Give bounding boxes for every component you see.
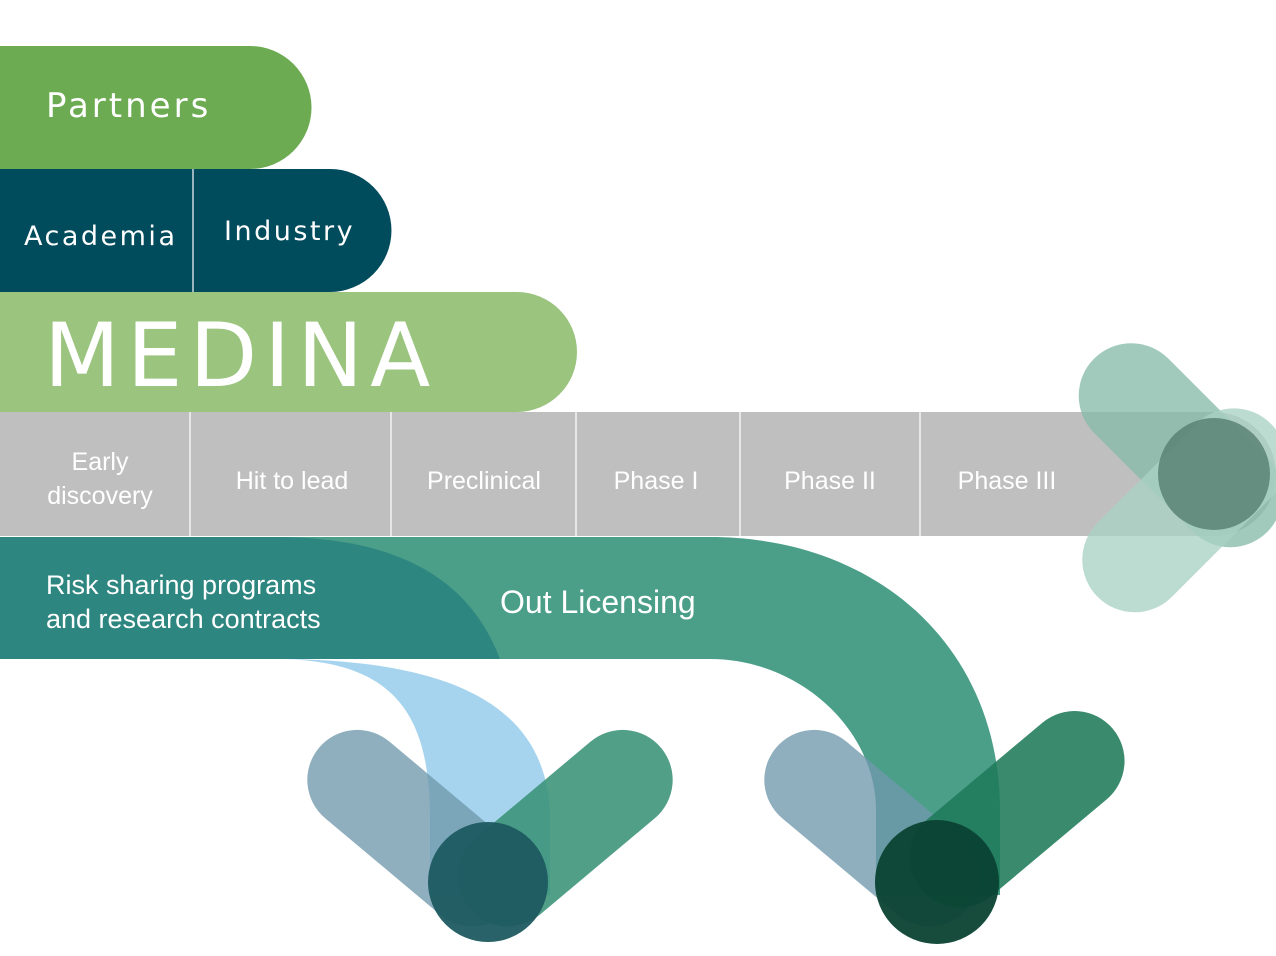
risk-sharing-band <box>0 537 500 659</box>
arrow-head-tip <box>1158 418 1270 530</box>
risk-sharing-arrow-head <box>307 729 673 942</box>
medina-wordmark: MEDINA <box>44 304 437 407</box>
risk-sharing-label-line-1: Risk sharing programs <box>46 570 316 600</box>
industry-label: Industry <box>224 216 355 247</box>
stage-phase-2: Phase II <box>784 467 876 495</box>
out-licensing-label: Out Licensing <box>500 584 696 620</box>
pipeline-dividers <box>189 412 921 536</box>
partners-bar <box>0 46 312 169</box>
risk-sharing-label-line-2: and research contracts <box>46 604 321 634</box>
pipeline-bar <box>0 412 1276 536</box>
stage-early-discovery-line-2: discovery <box>47 482 153 510</box>
stage-phase-3: Phase III <box>958 467 1057 495</box>
medina-bar <box>0 292 577 412</box>
stage-hit-to-lead: Hit to lead <box>236 467 349 495</box>
pipeline-arrow-head <box>1078 343 1276 613</box>
stage-phase-1: Phase I <box>614 467 699 495</box>
stage-early-discovery-line-1: Early <box>72 448 129 476</box>
arrow-1-tip <box>428 822 548 942</box>
stage-preclinical: Preclinical <box>427 467 541 495</box>
organizations-bar <box>0 169 392 292</box>
out-licensing-arrow-head <box>764 711 1125 944</box>
partners-label: Partners <box>46 86 211 126</box>
arrow-2-tip <box>875 820 999 944</box>
academia-label: Academia <box>24 221 177 252</box>
